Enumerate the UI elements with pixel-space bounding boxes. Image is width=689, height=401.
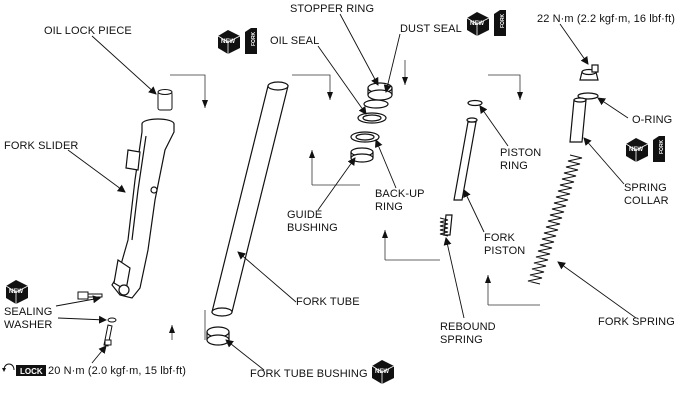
assembly-guide-lines <box>170 60 540 340</box>
fork-oil-icon-o-ring: FORK <box>653 136 665 162</box>
oil-lock-piece-part <box>157 89 173 111</box>
leader-spring-collar <box>583 137 625 185</box>
svg-text:FORK: FORK <box>659 139 665 154</box>
leader-fork-tube-bushing <box>225 339 265 371</box>
label-spring-collar-line1: SPRING <box>624 182 667 194</box>
leader-oil-lock-piece <box>91 35 157 95</box>
label-o-ring: O-RING <box>632 114 673 126</box>
svg-text:NEW: NEW <box>375 369 389 375</box>
thread-lock-icon: LOCK <box>2 363 46 376</box>
label-spring-collar-line2: COLLAR <box>624 195 669 207</box>
fork-cap-part <box>569 64 599 143</box>
fork-oil-icon-dust-seal: FORK <box>494 10 506 36</box>
svg-text:LOCK: LOCK <box>20 367 43 376</box>
fork-spring-coil <box>527 154 583 285</box>
svg-text:NEW: NEW <box>221 39 235 45</box>
svg-text:NEW: NEW <box>9 289 23 295</box>
label-piston-ring-line1: PISTON <box>500 147 542 159</box>
leader-guide-bushing <box>317 157 356 211</box>
leader-cap-torque <box>559 23 589 65</box>
leader-stopper-ring <box>339 13 379 86</box>
label-cap-torque: 22 N·m (2.2 kgf·m, 16 lbf·ft) <box>537 13 675 25</box>
label-back-up-line2: RING <box>375 201 403 213</box>
new-part-icon-dust-seal: NEW <box>466 12 490 36</box>
new-part-icon-fork-tube-bushing: NEW <box>371 360 395 384</box>
label-rebound-spring-line2: SPRING <box>440 334 483 346</box>
label-fork-spring: FORK SPRING <box>598 316 675 328</box>
label-oil-lock-piece: OIL LOCK PIECE <box>44 25 132 37</box>
leader-piston-ring <box>479 105 509 147</box>
svg-text:NEW: NEW <box>470 21 484 27</box>
svg-text:FORK: FORK <box>251 31 257 46</box>
fork-oil-icon: FORK <box>245 28 257 54</box>
leader-fork-spring <box>557 261 637 319</box>
leader-fork-slider <box>67 149 126 193</box>
leader-o-ring <box>597 97 629 119</box>
label-piston-ring-line2: RING <box>500 160 528 172</box>
label-fork-piston-line1: FORK <box>484 232 515 244</box>
leader-dust-seal <box>383 33 401 93</box>
label-sealing-washer-line1: SEALING <box>4 306 53 318</box>
leader-sealing-washer-bolt <box>55 295 101 307</box>
rebound-spring-part <box>439 217 449 237</box>
new-part-icon-o-ring: NEW <box>625 138 649 162</box>
label-fork-piston-line2: PISTON <box>484 245 526 257</box>
leader-lines <box>55 13 637 371</box>
label-fork-tube-bushing: FORK TUBE BUSHING <box>250 368 368 380</box>
label-oil-seal: OIL SEAL <box>270 35 320 47</box>
leader-sealing-washer <box>57 315 107 324</box>
fork-tube-part <box>206 81 289 346</box>
leader-bolt-torque <box>91 345 107 364</box>
drain-bolt-part <box>77 291 117 347</box>
new-part-icon-sealing-washer: NEW <box>5 280 29 304</box>
leader-fork-tube <box>237 251 297 303</box>
leader-back-up-ring <box>375 139 397 189</box>
label-guide-bushing-line2: BUSHING <box>287 222 338 234</box>
label-guide-bushing-line1: GUIDE <box>287 209 323 221</box>
label-dust-seal: DUST SEAL <box>400 23 462 35</box>
svg-text:NEW: NEW <box>629 147 643 153</box>
seal-stack-parts <box>350 82 393 163</box>
svg-text:FORK: FORK <box>500 13 506 28</box>
fork-slider-part <box>111 118 175 299</box>
leader-oil-seal <box>317 45 367 115</box>
leader-fork-piston <box>463 189 485 233</box>
label-sealing-washer-line2: WASHER <box>4 319 53 331</box>
label-fork-tube: FORK TUBE <box>296 296 360 308</box>
leader-rebound-spring <box>443 237 465 319</box>
label-back-up-line1: BACK-UP <box>375 188 425 200</box>
label-stopper-ring: STOPPER RING <box>290 3 375 15</box>
label-fork-slider: FORK SLIDER <box>4 140 79 152</box>
guide-arrowheads <box>169 77 523 333</box>
new-part-icon: NEW <box>217 30 241 54</box>
label-rebound-spring-line1: REBOUND <box>440 321 496 333</box>
label-bolt-torque: 20 N·m (2.0 kgf·m, 15 lbf·ft) <box>48 365 186 377</box>
